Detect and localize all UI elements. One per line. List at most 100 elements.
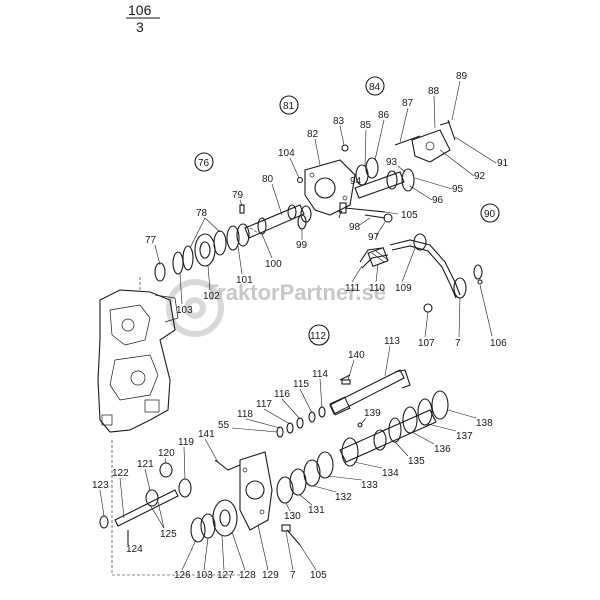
label-124: 124 xyxy=(126,544,143,555)
part-106 xyxy=(477,279,483,285)
label-79: 79 xyxy=(232,190,244,201)
group-112: 112 xyxy=(308,324,330,346)
rings-130-133 xyxy=(276,451,334,504)
guide-line-shaft xyxy=(249,227,261,235)
label-99: 99 xyxy=(296,240,308,251)
watermark-gear-icon xyxy=(166,279,224,337)
label-104: 104 xyxy=(278,148,295,159)
page-number-top: 106 xyxy=(128,2,152,18)
svg-text:90: 90 xyxy=(484,209,496,220)
label-140: 140 xyxy=(348,350,365,361)
label-122: 122 xyxy=(112,468,129,479)
label-126: 126 xyxy=(174,570,191,581)
bolt-105 xyxy=(339,202,386,214)
label-119: 119 xyxy=(178,437,194,448)
label-111: 111 xyxy=(345,283,361,294)
label-100: 100 xyxy=(265,259,282,270)
part-83 xyxy=(341,144,349,152)
part-104 xyxy=(296,176,304,184)
label-138: 138 xyxy=(476,418,493,429)
shaft-80 xyxy=(244,204,312,239)
part-79 xyxy=(239,204,245,214)
label-125: 125 xyxy=(160,529,177,540)
label-77: 77 xyxy=(145,235,157,246)
label-107: 107 xyxy=(418,338,435,349)
label-55: 55 xyxy=(218,420,230,431)
label-128: 128 xyxy=(239,570,256,581)
guide-line-lower xyxy=(111,440,240,576)
tube-110 xyxy=(359,246,389,269)
gears-126-128 xyxy=(190,499,238,543)
label-93: 93 xyxy=(386,157,398,168)
label-130: 130 xyxy=(284,511,301,522)
label-82: 82 xyxy=(307,129,319,140)
label-139: 139 xyxy=(364,408,381,419)
group-76: 76 xyxy=(194,152,214,172)
bracket-141 xyxy=(214,459,241,471)
group-81: 81 xyxy=(279,95,299,115)
label-114: 114 xyxy=(312,369,328,380)
label-91: 91 xyxy=(497,158,509,169)
label-103-lower: 103 xyxy=(196,570,213,581)
label-103: 103 xyxy=(176,305,193,316)
pipe-109 xyxy=(389,233,483,313)
label-88: 88 xyxy=(428,86,440,97)
label-95: 95 xyxy=(452,184,464,195)
housing-129 xyxy=(239,451,273,531)
label-141: 141 xyxy=(198,429,215,440)
label-135: 135 xyxy=(408,456,425,467)
svg-text:76: 76 xyxy=(198,158,210,169)
label-123: 123 xyxy=(92,480,109,491)
svg-text:84: 84 xyxy=(369,82,381,93)
label-83: 83 xyxy=(333,116,345,127)
watermark-text: TraktorPartner.se xyxy=(205,280,386,305)
gear-assembly-84 xyxy=(354,119,456,199)
label-109: 109 xyxy=(395,283,412,294)
group-90: 90 xyxy=(480,203,500,223)
label-120: 120 xyxy=(158,448,175,459)
label-87: 87 xyxy=(402,98,414,109)
label-92: 92 xyxy=(474,171,486,182)
label-97: 97 xyxy=(368,232,380,243)
label-121: 121 xyxy=(137,459,154,470)
group-84: 84 xyxy=(365,76,385,96)
label-96: 96 xyxy=(432,195,444,206)
svg-text:112: 112 xyxy=(310,331,326,342)
housing-82 xyxy=(304,159,356,216)
label-116: 116 xyxy=(274,389,290,400)
label-110: 110 xyxy=(369,283,385,294)
label-117: 117 xyxy=(256,399,272,410)
label-7-upper: 7 xyxy=(337,210,343,221)
page-number-bottom: 3 xyxy=(136,19,144,35)
pin-98 xyxy=(364,213,393,223)
gearbox-housing xyxy=(97,289,179,433)
label-118: 118 xyxy=(237,409,253,420)
label-136: 136 xyxy=(434,444,451,455)
label-105: 105 xyxy=(401,210,418,221)
svg-text:81: 81 xyxy=(283,101,295,112)
label-89: 89 xyxy=(456,71,468,82)
label-7-right: 7 xyxy=(455,338,461,349)
part-140 xyxy=(341,379,351,385)
label-94: 94 xyxy=(350,176,362,187)
label-98: 98 xyxy=(349,222,361,233)
label-137: 137 xyxy=(456,431,473,442)
label-129: 129 xyxy=(262,570,279,581)
shaft-134 xyxy=(339,390,449,467)
bolt-105-lower xyxy=(281,524,301,546)
label-7-lower: 7 xyxy=(290,570,296,581)
gear-assembly-76 xyxy=(154,223,250,282)
label-85: 85 xyxy=(360,120,372,131)
label-131: 131 xyxy=(308,505,325,516)
label-106: 106 xyxy=(490,338,507,349)
label-133: 133 xyxy=(361,480,378,491)
part-139 xyxy=(357,422,363,428)
label-102: 102 xyxy=(203,291,220,302)
label-134: 134 xyxy=(382,468,399,479)
label-132: 132 xyxy=(335,492,352,503)
label-101: 101 xyxy=(236,275,253,286)
label-115: 115 xyxy=(293,379,309,390)
label-80: 80 xyxy=(262,174,274,185)
label-127: 127 xyxy=(217,570,234,581)
